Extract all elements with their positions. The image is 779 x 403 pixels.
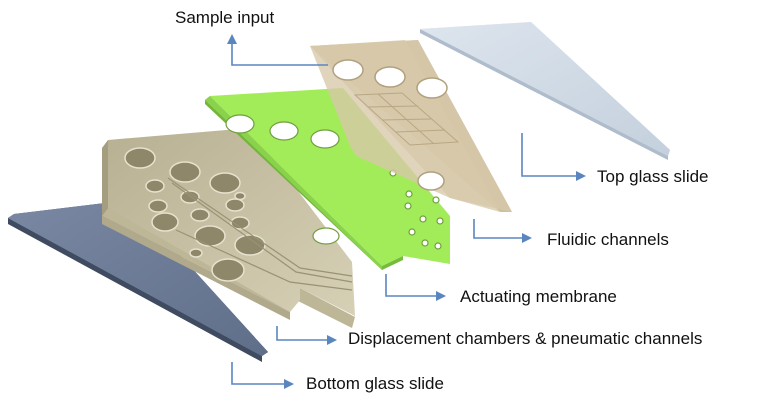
arrow-actuating-membrane: [385, 274, 446, 301]
membrane-holes: [225, 114, 444, 250]
displacement-layer: [102, 128, 355, 328]
arrow-displacement-chambers: [276, 326, 337, 345]
fluidic-channel-grid: [353, 92, 460, 146]
arrow-sample-input: [227, 34, 328, 66]
pneumatic-channels: [167, 177, 353, 291]
fluidic-channels-label: Fluidic channels: [547, 230, 669, 249]
bottom-glass-slide-label: Bottom glass slide: [306, 374, 444, 393]
arrow-fluidic-channels: [473, 219, 532, 243]
arrow-top-glass-slide: [521, 133, 586, 181]
fluidic-inlets: [332, 59, 448, 191]
top-glass-slide: [420, 22, 670, 160]
displacement-holes: [124, 147, 266, 282]
actuating-membrane: [205, 88, 450, 270]
bottom-glass-slide: [8, 200, 268, 362]
sample-input-label: Sample input: [175, 8, 275, 27]
actuating-membrane-label: Actuating membrane: [460, 287, 617, 306]
displacement-chambers-label: Displacement chambers & pneumatic channe…: [348, 329, 703, 348]
callout-arrows: [227, 34, 586, 389]
arrow-bottom-glass-slide: [231, 362, 294, 389]
top-glass-slide-label: Top glass slide: [597, 167, 709, 186]
fluidic-channels-layer: [310, 40, 512, 212]
